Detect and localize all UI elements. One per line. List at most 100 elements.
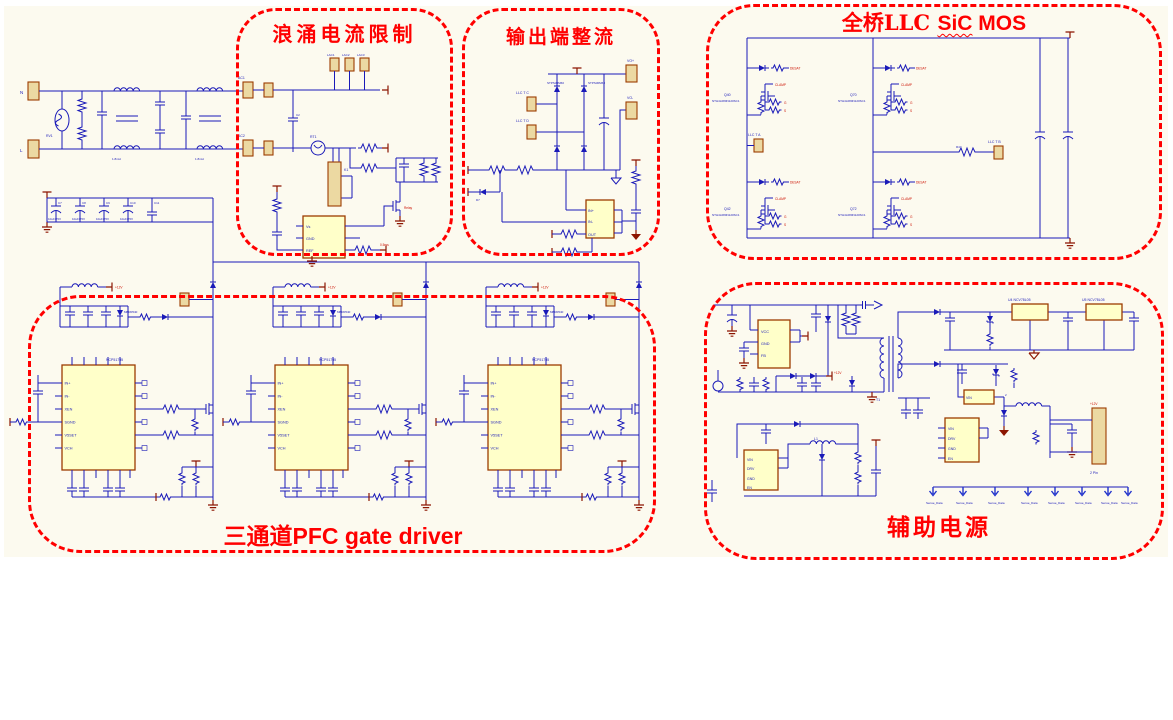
terminal-vo-minus xyxy=(625,101,638,120)
section-pfc-outline xyxy=(28,295,656,553)
sense-label: Sense_Data xyxy=(926,501,943,505)
output-connector xyxy=(1091,407,1107,465)
llc-title-suffix: MOS xyxy=(972,12,1027,35)
regulator-u4 xyxy=(1011,303,1049,321)
c2-label: C2 xyxy=(296,113,300,117)
terminal-n-label: N xyxy=(20,90,23,95)
input-filter-circuit: N L RV1 1.8mH 1.8mH xyxy=(20,81,244,161)
output-sense-ic xyxy=(585,199,615,239)
aux-power-circuit: VCC GND FB T1 +12V U4 N xyxy=(706,298,1140,505)
cap-ref: C8 xyxy=(82,201,86,205)
k1-label: K1 xyxy=(344,168,348,172)
rt1-label: RT1 xyxy=(310,135,317,139)
flyback-controller-ic xyxy=(757,319,791,369)
pin-vs: Vs xyxy=(306,225,311,229)
q72-label: Q72 xyxy=(850,207,857,211)
llc-t-c-label: LLC T C xyxy=(516,91,529,95)
cap-value: 10uF/25V xyxy=(96,217,109,221)
pfc-title: 三通道PFC gate driver xyxy=(158,517,528,551)
llc-bridge-circuit: Q40 Q42 Q70 Q72 NTH4L080N120SC1 NTH4L080… xyxy=(712,31,1076,249)
sense-label: Sense_Data xyxy=(1021,501,1038,505)
terminal-l-label: L xyxy=(20,148,23,153)
aux-title: 辅助电源 xyxy=(887,514,991,541)
cap-value: 10uF/25V xyxy=(72,217,85,221)
pfc-title-en: PFC gate driver xyxy=(292,523,463,549)
mosfet-part: NTH4L080N120SC1 xyxy=(712,99,740,103)
terminal-n xyxy=(27,81,40,101)
u4-label: U4 NCV78L05 xyxy=(1008,298,1031,302)
pin-drv: DRV xyxy=(948,437,956,441)
llc-t-d-label: LLC T D xyxy=(516,119,529,123)
inrush-circuit: AC1 AC2 LAC1 LAC2 LAC3 C2 RT1 K1 Relay xyxy=(238,53,441,267)
d7-label: D7 xyxy=(476,198,480,202)
cap-bank-circuit: C7 C8 C9 C10 C11 10uF/25V 10uF/25V 10uF/… xyxy=(41,191,640,276)
sense-label: Sense_Data xyxy=(1121,501,1138,505)
pin-fb: FB xyxy=(761,354,766,358)
llc-title-prefix: 全桥LLC xyxy=(841,10,938,35)
llc-title: 全桥LLC SiC MOS xyxy=(706,7,1162,37)
output-2pin-note: 2 Pin xyxy=(1090,471,1098,475)
lac2-label: LAC2 xyxy=(342,53,350,57)
buck2-ic xyxy=(944,417,980,463)
transformer-label: T1 xyxy=(876,398,880,402)
pin-gnd: GND xyxy=(948,447,956,451)
u5-label: U5 NCV78L05 xyxy=(1082,298,1105,302)
pin-en: EN xyxy=(948,457,953,461)
mosfet-part: NTH4L080N120SC1 xyxy=(838,213,866,217)
terminal-l xyxy=(27,139,40,159)
r47-label: R47 xyxy=(956,145,962,149)
sense-label: Sense_Data xyxy=(1075,501,1092,505)
ac1-label: AC1 xyxy=(238,76,245,80)
varistor-label: RV1 xyxy=(46,134,53,138)
output-rectifier-circuit: STPS30M60 STPS30M60 VO+ VO- LLC T C LLC … xyxy=(467,59,642,257)
sense-label: Sense_Data xyxy=(1048,501,1065,505)
pin-en: EN xyxy=(747,486,752,490)
lac1-label: LAC1 xyxy=(327,53,335,57)
inrush-controller-ic xyxy=(302,215,346,259)
section-aux-outline xyxy=(704,282,1164,560)
pin-vin: VIN xyxy=(747,458,753,462)
q70-label: Q70 xyxy=(850,93,857,97)
pin-gnd: GND xyxy=(306,237,315,241)
cap-ref: C7 xyxy=(58,201,62,205)
terminal-llc-t-b xyxy=(993,145,1004,160)
terminal-llc-t-d xyxy=(526,124,537,140)
pin-gnd: GND xyxy=(747,477,755,481)
llc-t-b-label: LLC T B xyxy=(988,140,1001,144)
terminal-vo-plus xyxy=(625,64,638,83)
schematic-canvas: DESAT CLAMP G S NCP51705 IN+ IN- XEN SGN… xyxy=(0,31,1140,562)
pin-ref: REF xyxy=(306,249,314,253)
section-inrush-outline xyxy=(236,8,453,256)
lac3-label: LAC3 xyxy=(357,53,365,57)
terminal-llc-t-c xyxy=(526,96,537,112)
diode-part: STPS30M60 xyxy=(547,81,564,85)
sense-label: Sense_Data xyxy=(1101,501,1118,505)
relay-k1 xyxy=(327,161,342,207)
section-output-rectifier-outline xyxy=(462,8,660,256)
pin-out: OUT xyxy=(588,233,597,237)
pin-vin: VIN xyxy=(948,427,954,431)
llc-t-a-label: LLC T A xyxy=(748,133,761,137)
buck1-ic xyxy=(743,449,779,491)
section-llc-outline xyxy=(706,4,1162,260)
cap-value: 10uF/25V xyxy=(120,217,133,221)
cap-value: 10uF/25V xyxy=(48,217,61,221)
aux-12v-label: +12V xyxy=(834,371,842,375)
buck2-vin-ic xyxy=(963,389,995,405)
l1-label: L1 xyxy=(814,437,818,441)
schematic-sheet xyxy=(4,6,1168,557)
buck2-vin-pin: VIN xyxy=(966,396,972,400)
mosfet-part: NTH4L080N120SC1 xyxy=(838,99,866,103)
pfc-title-cn: 三通道 xyxy=(223,523,293,550)
diode-part: STPS30M60 xyxy=(588,81,605,85)
vo-minus-label: VO- xyxy=(627,96,634,100)
ntc-thermistor xyxy=(310,140,326,156)
relay-net-label: Relay xyxy=(404,206,413,210)
pin-2-number: 2 xyxy=(1005,393,1007,397)
cap-ref: C10 xyxy=(130,201,136,205)
pin-vcc: VCC xyxy=(761,330,769,334)
sense-label: Sense_Data xyxy=(956,501,973,505)
cap-ref: C11 xyxy=(154,201,160,205)
sense-label: Sense_Data xyxy=(988,501,1005,505)
